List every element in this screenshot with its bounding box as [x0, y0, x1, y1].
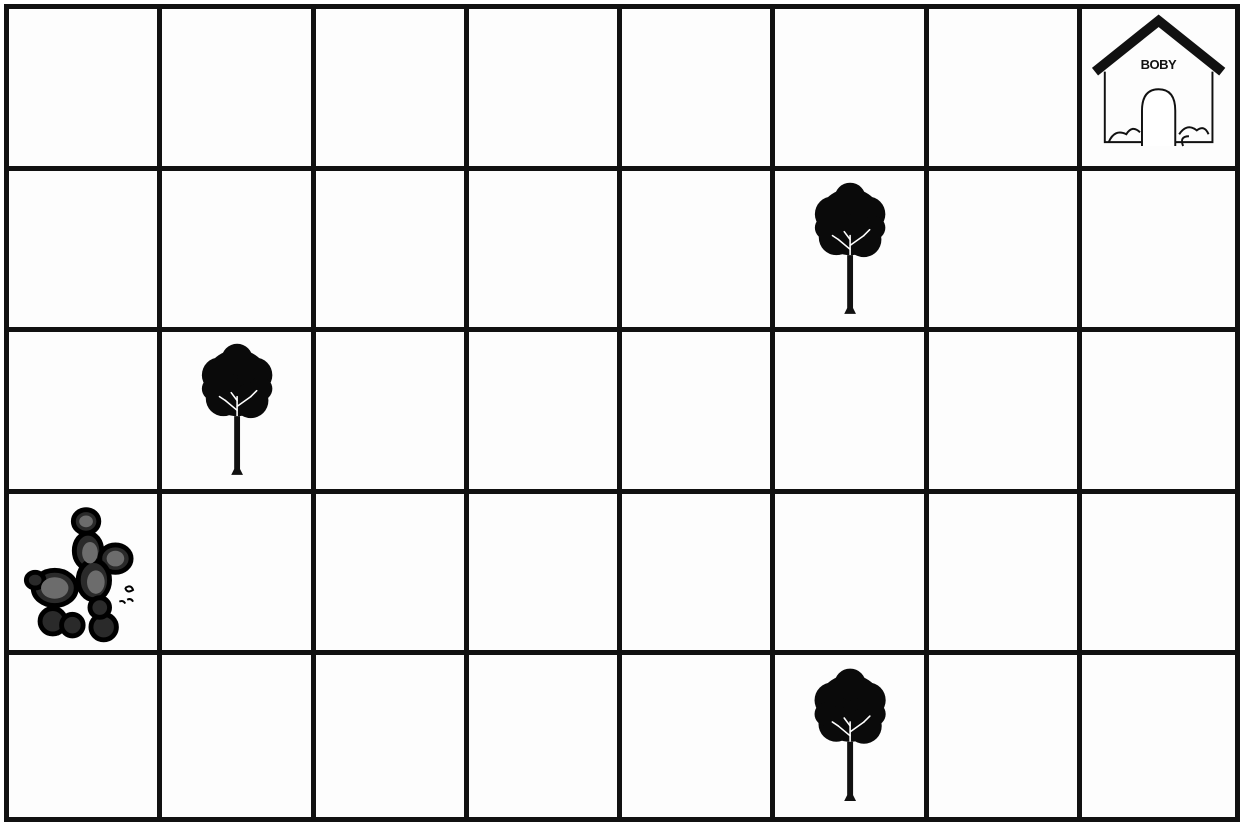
- board-cell-r4-c3[interactable]: [316, 494, 469, 656]
- board-cell-r5-c5[interactable]: [622, 655, 775, 817]
- tree-icon: [162, 332, 310, 489]
- game-board: BOBY: [4, 4, 1240, 822]
- board-cell-r1-c6[interactable]: [775, 9, 928, 171]
- board-cell-r1-c3[interactable]: [316, 9, 469, 171]
- board-cell-r3-c8[interactable]: [1082, 332, 1235, 494]
- board-cell-r1-c1[interactable]: [9, 9, 162, 171]
- board-cell-r1-c2[interactable]: [162, 9, 315, 171]
- board-cell-r1-c5[interactable]: [622, 9, 775, 171]
- board-cell-r2-c8[interactable]: [1082, 171, 1235, 333]
- board-cell-r5-c4[interactable]: [469, 655, 622, 817]
- doghouse-label: BOBY: [1082, 57, 1235, 72]
- board-cell-r2-c5[interactable]: [622, 171, 775, 333]
- board-cell-r1-c8[interactable]: BOBY: [1082, 9, 1235, 171]
- board-cell-r5-c8[interactable]: [1082, 655, 1235, 817]
- board-cell-r2-c2[interactable]: [162, 171, 315, 333]
- board-cell-r4-c5[interactable]: [622, 494, 775, 656]
- board-cell-r3-c2[interactable]: [162, 332, 315, 494]
- board-cell-r4-c8[interactable]: [1082, 494, 1235, 656]
- board-cell-r4-c2[interactable]: [162, 494, 315, 656]
- board-cell-r4-c6[interactable]: [775, 494, 928, 656]
- board-cell-r5-c7[interactable]: [929, 655, 1082, 817]
- board-cell-r3-c4[interactable]: [469, 332, 622, 494]
- board-cell-r2-c1[interactable]: [9, 171, 162, 333]
- board-cell-r4-c7[interactable]: [929, 494, 1082, 656]
- board-cell-r1-c4[interactable]: [469, 9, 622, 171]
- doghouse-icon: [1082, 9, 1235, 166]
- board-cell-r2-c6[interactable]: [775, 171, 928, 333]
- board-cell-r4-c4[interactable]: [469, 494, 622, 656]
- board-cell-r5-c3[interactable]: [316, 655, 469, 817]
- board-cell-r2-c3[interactable]: [316, 171, 469, 333]
- board-cell-r5-c6[interactable]: [775, 655, 928, 817]
- poodle-dog-icon: [9, 494, 157, 651]
- board-cell-r2-c7[interactable]: [929, 171, 1082, 333]
- board-cell-r4-c1[interactable]: [9, 494, 162, 656]
- board-cell-r1-c7[interactable]: [929, 9, 1082, 171]
- tree-icon: [775, 655, 923, 817]
- board-cell-r3-c5[interactable]: [622, 332, 775, 494]
- board-cell-r5-c2[interactable]: [162, 655, 315, 817]
- board-cell-r3-c3[interactable]: [316, 332, 469, 494]
- board-cell-r3-c1[interactable]: [9, 332, 162, 494]
- board-cell-r5-c1[interactable]: [9, 655, 162, 817]
- board-cell-r2-c4[interactable]: [469, 171, 622, 333]
- board-cell-r3-c7[interactable]: [929, 332, 1082, 494]
- board-cell-r3-c6[interactable]: [775, 332, 928, 494]
- tree-icon: [775, 171, 923, 328]
